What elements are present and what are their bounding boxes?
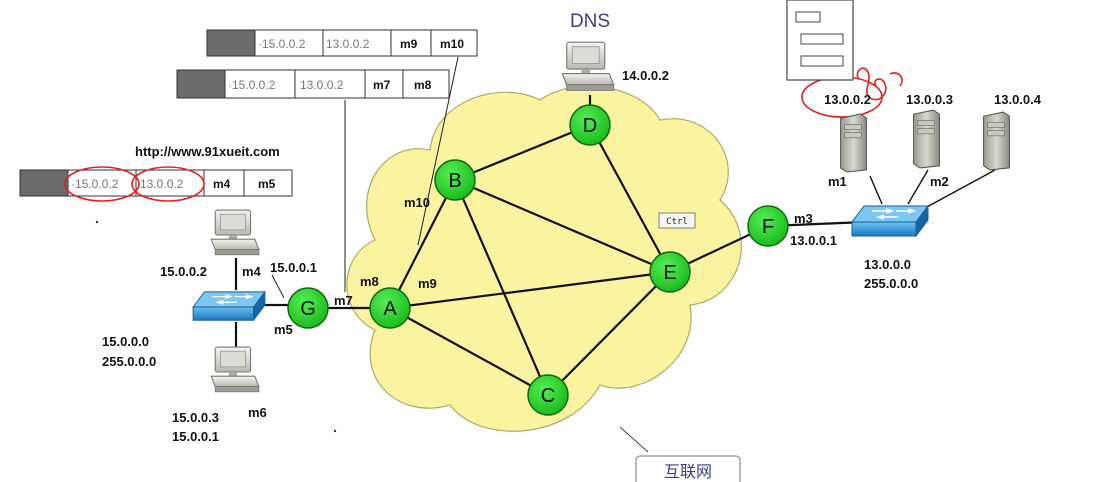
router-f-ip: 13.0.0.1	[790, 233, 837, 248]
stray-dot	[95, 220, 99, 224]
url-label: http://www.91xueit.com	[135, 144, 280, 159]
pc-bottom-ip: 15.0.0.3	[172, 410, 219, 425]
router-c: C	[527, 374, 569, 416]
server-3-ip: 13.0.0.4	[994, 92, 1042, 107]
router-g-ip: 15.0.0.1	[270, 260, 317, 275]
header-3-dst-ip: 13.0.0.2	[140, 177, 184, 191]
router-e: E	[649, 251, 691, 293]
internet-label-box: 互联网	[635, 455, 741, 482]
iface-m1: m1	[828, 174, 847, 189]
iface-m6: m6	[248, 405, 267, 420]
dns-label: DNS	[570, 11, 610, 32]
iface-m2: m2	[930, 174, 949, 189]
header-1-src-ip: ·15.0.0.2	[258, 37, 306, 51]
pc-bottom-gateway: 15.0.0.1	[172, 429, 219, 444]
header-2-src-ip: ·15.0.0.2	[228, 78, 276, 92]
router-nodes: D B E A C F G	[287, 104, 789, 416]
header-3-src-mac: m4	[213, 177, 231, 191]
header-leader-lines	[271, 56, 459, 299]
stray-dot	[333, 429, 337, 433]
switch-left-icon	[192, 291, 266, 321]
header-3-src-ip: ·15.0.0.2	[71, 177, 119, 191]
iface-m9: m9	[418, 276, 437, 291]
router-g: G	[287, 287, 329, 329]
pc-bottom-icon	[210, 346, 260, 393]
server-2-icon	[913, 109, 940, 169]
router-d: D	[569, 104, 611, 146]
right-mask: 255.0.0.0	[864, 276, 918, 291]
packet-header-2: ·15.0.0.2 13.0.0.2 m7 m8	[176, 69, 450, 99]
internet-label: 互联网	[664, 462, 712, 481]
iface-m4: m4	[242, 264, 262, 279]
iface-m3: m3	[794, 211, 813, 226]
iface-m5: m5	[274, 322, 293, 337]
switch-right-icon	[851, 205, 929, 237]
router-d-label: D	[583, 115, 597, 137]
router-f: F	[747, 205, 789, 247]
dns-ip: 14.0.0.2	[622, 68, 669, 83]
header-2-dst-ip: 13.0.0.2	[300, 78, 344, 92]
server-1-icon	[840, 113, 867, 173]
server-3-icon	[983, 111, 1010, 171]
header-1-dst-mac: m10	[440, 37, 464, 51]
router-e-label: E	[663, 262, 676, 284]
dns-server-icon	[561, 41, 615, 91]
router-a-label: A	[383, 298, 397, 320]
router-b: B	[434, 159, 476, 201]
web-page-icon	[786, 0, 854, 81]
router-b-label: B	[448, 170, 461, 192]
server-links	[869, 169, 996, 209]
ctrl-tooltip: Ctrl	[658, 212, 696, 229]
header-1-dst-ip: 13.0.0.2	[326, 37, 370, 51]
left-mask: 255.0.0.0	[102, 354, 156, 369]
router-f-label: F	[762, 216, 774, 238]
internet-callout-line	[619, 426, 649, 453]
ctrl-tooltip-text: Ctrl	[666, 217, 688, 227]
router-c-label: C	[541, 385, 555, 407]
header-2-src-mac: m7	[373, 78, 391, 92]
header-2-dst-mac: m8	[414, 78, 432, 92]
pc-top-ip: 15.0.0.2	[160, 264, 207, 279]
packet-header-3: ·15.0.0.2 13.0.0.2 m4 m5	[19, 169, 293, 197]
packet-header-1: ·15.0.0.2 13.0.0.2 m9 m10	[206, 29, 478, 57]
pc-top-icon	[210, 209, 260, 256]
header-1-src-mac: m9	[400, 37, 418, 51]
router-g-label: G	[300, 298, 316, 320]
left-network: 15.0.0.0	[102, 334, 149, 349]
iface-m10: m10	[404, 195, 430, 210]
header-3-dst-mac: m5	[258, 177, 276, 191]
right-network: 13.0.0.0	[864, 257, 911, 272]
server-1-ip: 13.0.0.2	[824, 92, 871, 107]
iface-m8: m8	[360, 274, 379, 289]
iface-m7: m7	[334, 293, 353, 308]
server-2-ip: 13.0.0.3	[906, 92, 953, 107]
router-a: A	[369, 287, 411, 329]
